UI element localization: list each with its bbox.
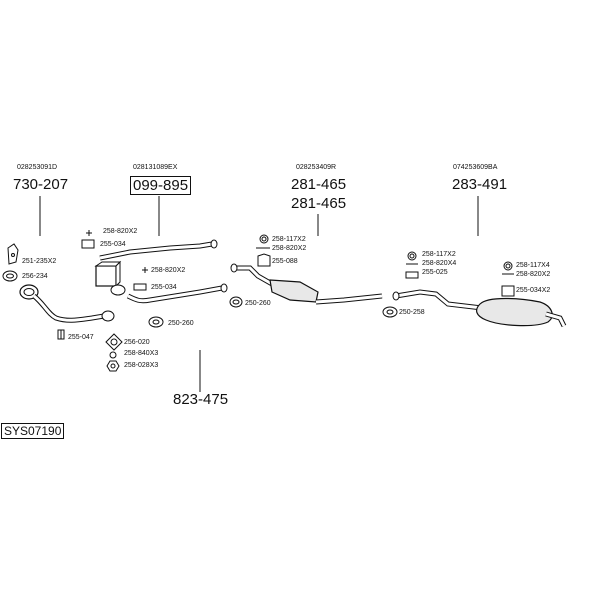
fitting-label: 250-260 — [168, 320, 194, 327]
fitting-label: 251-235X2 — [22, 258, 57, 265]
front-pipe-730-207 — [19, 284, 115, 323]
bracket-icon — [7, 243, 19, 265]
seal-ring-icon — [382, 306, 398, 318]
nut-icon — [106, 351, 120, 372]
part-number-highlighted: 099-895 — [130, 176, 192, 195]
oem-reference: 028253091D — [17, 164, 58, 171]
fitting-label: 255-047 — [68, 334, 94, 341]
oem-reference: 028131089EX — [133, 164, 178, 171]
fitting-label: 258-117X2 — [272, 236, 306, 243]
intermediate-pipe-823-475 — [126, 283, 228, 304]
fitting-label: 258-820X4 — [422, 260, 457, 267]
converter-099-895 — [94, 239, 218, 296]
fitting-label: 255-034 — [100, 241, 126, 248]
gasket-ring-icon — [2, 270, 18, 282]
fitting-label: 258-117X4 — [516, 262, 550, 269]
gasket-icon — [105, 333, 123, 351]
part-number: 283-491 — [452, 176, 508, 193]
fitting-label: 255-034X2 — [516, 287, 551, 294]
part-number: 281-465 — [291, 195, 347, 212]
fitting-label: 258-117X2 — [422, 251, 456, 258]
part-number: 281-465 — [291, 176, 347, 193]
rear-muffler-283-491 — [392, 289, 567, 328]
clamp-icon — [57, 329, 65, 340]
oem-reference: 074253609BA — [453, 164, 498, 171]
fitting-label: 256-234 — [22, 273, 48, 280]
fitting-label: 250-260 — [245, 300, 271, 307]
fitting-label: 258-820X2 — [151, 267, 186, 274]
fitting-label: 258-840X3 — [124, 350, 159, 357]
fitting-label: 250-258 — [399, 309, 425, 316]
clamp-icon — [256, 234, 271, 267]
oem-reference: 028253409R — [296, 164, 337, 171]
fitting-label: 258-820X2 — [516, 271, 551, 278]
fitting-label: 255-034 — [151, 284, 177, 291]
fitting-label: 255-088 — [272, 258, 298, 265]
seal-ring-icon — [148, 296, 243, 328]
fitting-label: 256-020 — [124, 339, 150, 346]
system-code: SYS07190 — [1, 423, 65, 439]
fitting-label: 258-820X2 — [272, 245, 307, 252]
center-muffler-281-465 — [230, 263, 383, 305]
part-number: 823-475 — [173, 391, 229, 408]
fitting-label: 258-028X3 — [124, 362, 159, 369]
fitting-label: 258-820X2 — [103, 228, 138, 235]
spring-icon — [81, 230, 148, 291]
fitting-label: 255-025 — [422, 269, 448, 276]
hanger-icon — [405, 251, 515, 297]
part-number: 730-207 — [13, 176, 69, 193]
